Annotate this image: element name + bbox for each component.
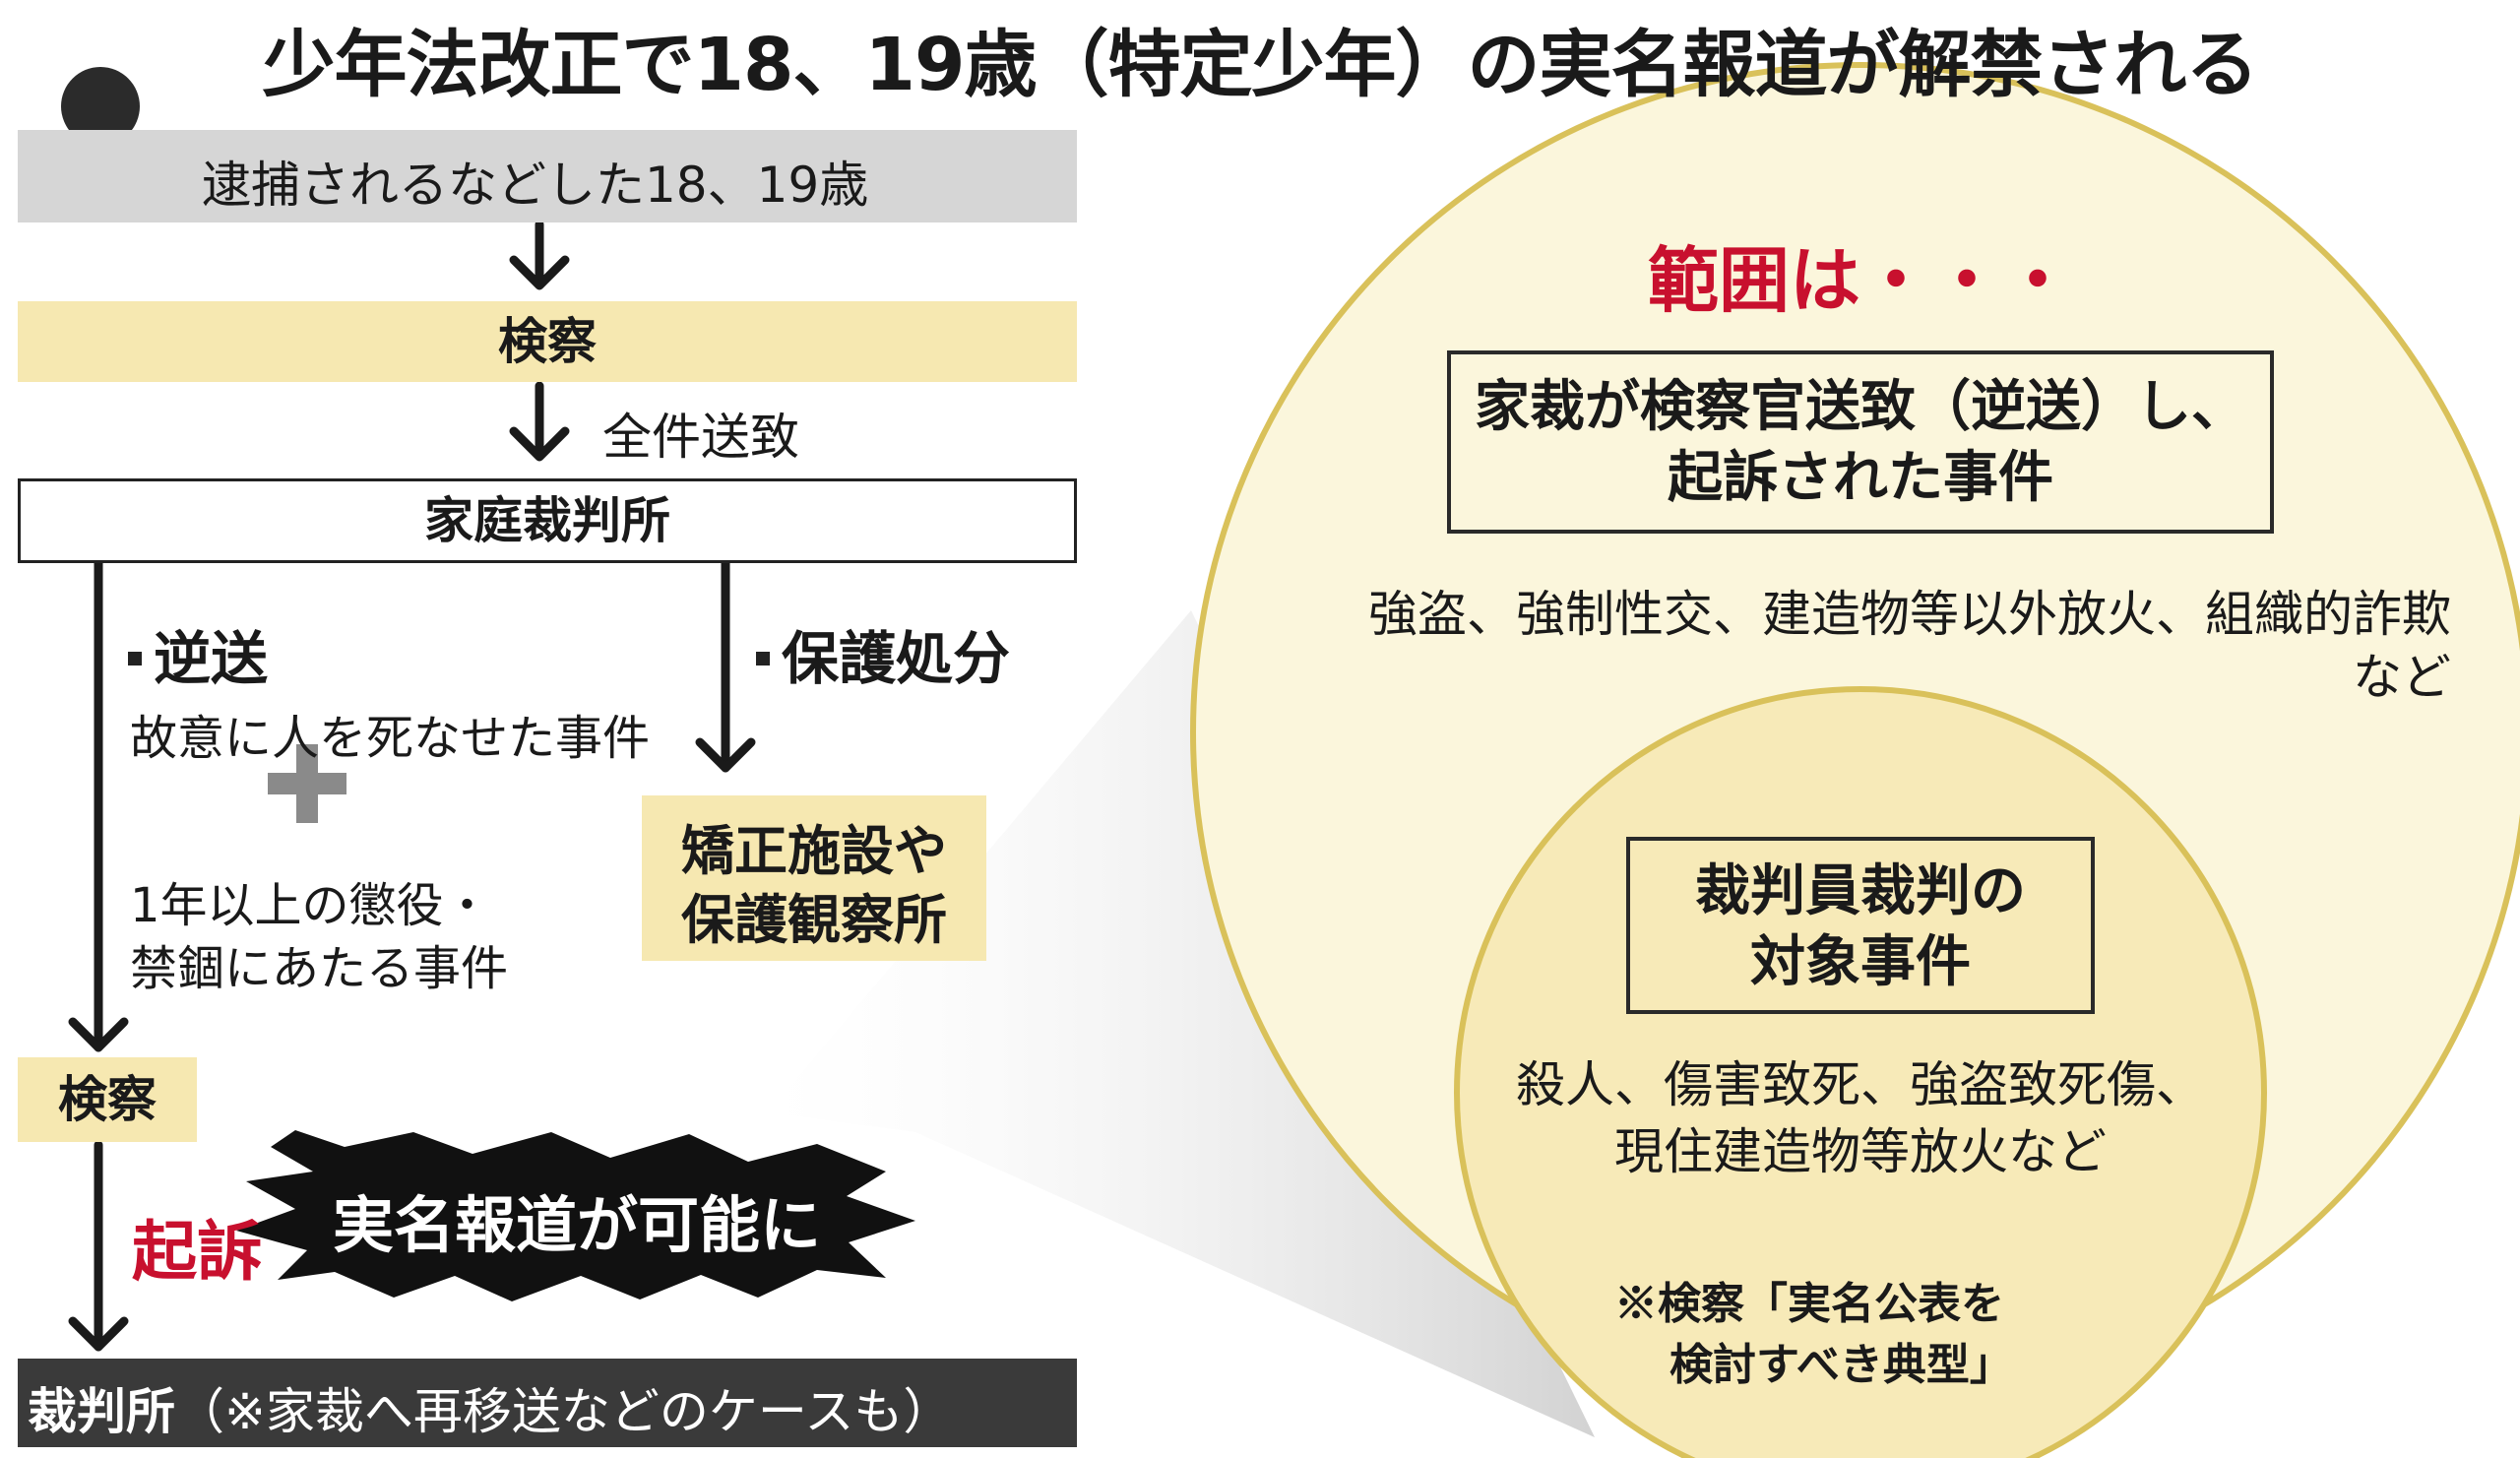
facility-line2: 保護観察所	[681, 889, 947, 951]
reverse-transfer-line2: 1年以上の懲役・	[130, 878, 491, 933]
arrested-bar	[18, 130, 1077, 222]
court-note: （※家裁へ再移送などのケースも）	[175, 1383, 953, 1440]
arrested-label: 逮捕されるなどした18、19歳	[202, 157, 869, 214]
protective-disposition-heading: 保護処分	[756, 612, 1010, 695]
inner-scope-box: 裁判員裁判の 対象事件	[1626, 837, 2095, 1014]
outer-examples-line1: 強盗、強制性交、建造物等以外放火、組織的詐欺	[1368, 586, 2451, 643]
flow-arrows	[68, 220, 756, 1352]
indictment-label: 起訴	[132, 1214, 262, 1290]
inner-scope-circle	[1454, 686, 2267, 1458]
court-bar	[18, 1359, 1077, 1447]
reverse-transfer-heading: 逆送	[128, 612, 268, 695]
inner-box-line2: 対象事件	[1750, 930, 1971, 994]
funnel-shape	[768, 610, 1595, 1437]
outer-box-line2: 起訴された事件	[1668, 446, 2053, 510]
burst-shape	[236, 1130, 915, 1301]
real-name-possible-label: 実名報道が可能に	[333, 1189, 822, 1261]
bullet-icon	[756, 651, 770, 666]
reverse-transfer-label: 逆送	[154, 625, 269, 692]
outer-box-line1: 家裁が検察官送致（逆送）し、	[1475, 375, 2246, 439]
facility-line1: 矯正施設や	[681, 820, 947, 882]
plus-icon	[268, 744, 346, 823]
inner-examples-line1: 殺人、傷害致死、強盗致死傷、	[1516, 1056, 2205, 1113]
outer-examples-line2: など	[2353, 649, 2451, 706]
prosecution-note-line2: 検討すべき典型」	[1670, 1340, 2013, 1390]
bullet-icon	[128, 651, 142, 666]
outer-scope-box: 家裁が検察官送致（逆送）し、 起訴された事件	[1447, 350, 2274, 534]
page-title: 少年法改正で18、19歳（特定少年）の実名報道が解禁される	[262, 23, 2259, 107]
inner-examples-line2: 現住建造物等放火など	[1614, 1123, 2107, 1180]
all-cases-sent-label: 全件送致	[602, 409, 799, 466]
prosecution-note-line1: ※検察「実名公表を	[1614, 1279, 2004, 1329]
reverse-transfer-line3: 禁錮にあたる事件	[130, 941, 509, 996]
court-bold: 裁判所	[28, 1383, 175, 1440]
reverse-transfer-line1: 故意に人を死なせた事件	[130, 711, 651, 766]
facility-box	[642, 795, 986, 961]
inner-box-line1: 裁判員裁判の	[1695, 859, 2026, 923]
protective-disposition-label: 保護処分	[782, 625, 1011, 692]
court-label: 裁判所（※家裁へ再移送などのケースも）	[28, 1372, 952, 1443]
prosecution-top-bar: 検察	[18, 301, 1077, 382]
prosecution-bottom-bar: 検察	[18, 1057, 197, 1142]
family-court-box: 家庭裁判所	[18, 478, 1077, 563]
scope-heading: 範囲は・・・	[1647, 239, 2073, 322]
